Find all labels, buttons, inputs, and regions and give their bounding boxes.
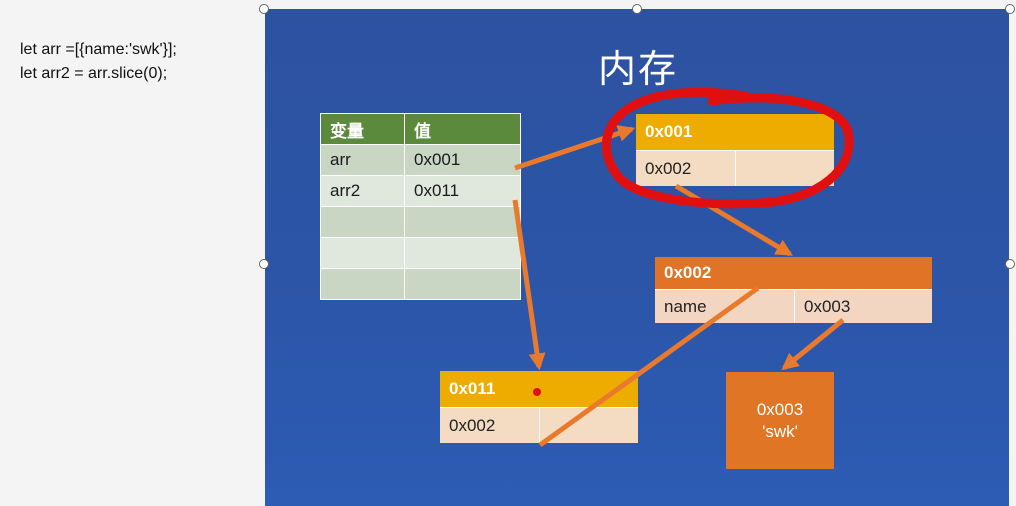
resize-handle-middle-left[interactable] xyxy=(259,259,269,269)
string-value-box: 0x003 'swk' xyxy=(726,372,834,469)
table-cell-address: 0x001 xyxy=(404,144,521,176)
heap-box-cell: 0x002 xyxy=(636,150,735,186)
resize-handle-top-center[interactable] xyxy=(632,4,642,14)
table-row: arr 0x001 xyxy=(320,144,521,176)
arrow-0x011-to-0x002 xyxy=(538,285,760,448)
table-cell-address: 0x011 xyxy=(404,175,521,207)
table-cell-name: arr xyxy=(320,144,405,176)
code-line-1: let arr =[{name:'swk'}]; xyxy=(20,41,177,58)
resize-handle-middle-right[interactable] xyxy=(1005,259,1015,269)
table-cell-address xyxy=(404,268,521,300)
heap-box-0x011: 0x011 0x002 xyxy=(440,371,638,443)
slide-title: 内存 xyxy=(598,47,679,91)
code-snippet: let arr =[{name:'swk'}]; let arr2 = arr.… xyxy=(20,38,177,86)
arrow-0x002-to-0x003 xyxy=(781,318,845,371)
table-row xyxy=(320,206,521,238)
heap-box-cell xyxy=(735,150,834,186)
string-value-text: 'swk' xyxy=(762,421,798,441)
table-cell-address xyxy=(404,206,521,238)
heap-object-header: 0x002 xyxy=(655,257,932,289)
code-line-2: let arr2 = arr.slice(0); xyxy=(20,65,168,82)
heap-box-0x001: 0x001 0x002 xyxy=(636,114,834,186)
table-cell-address xyxy=(404,237,521,269)
table-cell-name xyxy=(320,268,405,300)
arrow-arr2-to-0x011 xyxy=(512,199,546,371)
annotation-dot xyxy=(533,388,541,396)
variables-table: 变量 值 arr 0x001 arr2 0x011 xyxy=(320,113,521,300)
property-key: name xyxy=(655,289,794,323)
arrow-0x001-to-0x002 xyxy=(674,183,793,257)
resize-handle-top-right[interactable] xyxy=(1005,4,1015,14)
table-row xyxy=(320,268,521,300)
heap-box-header: 0x001 xyxy=(636,114,834,150)
table-header-variable: 变量 xyxy=(320,113,405,145)
table-cell-name xyxy=(320,206,405,238)
table-row xyxy=(320,237,521,269)
table-cell-name: arr2 xyxy=(320,175,405,207)
arrow-arr-to-0x001 xyxy=(514,125,636,171)
string-value-address: 0x003 xyxy=(756,399,804,419)
property-value: 0x003 xyxy=(794,289,932,323)
table-row: arr2 0x011 xyxy=(320,175,521,207)
table-cell-name xyxy=(320,237,405,269)
resize-handle-top-left[interactable] xyxy=(259,4,269,14)
heap-object-0x002: 0x002 name 0x003 xyxy=(655,257,932,323)
heap-box-cell: 0x002 xyxy=(440,407,539,443)
annotation-circle xyxy=(601,87,854,209)
